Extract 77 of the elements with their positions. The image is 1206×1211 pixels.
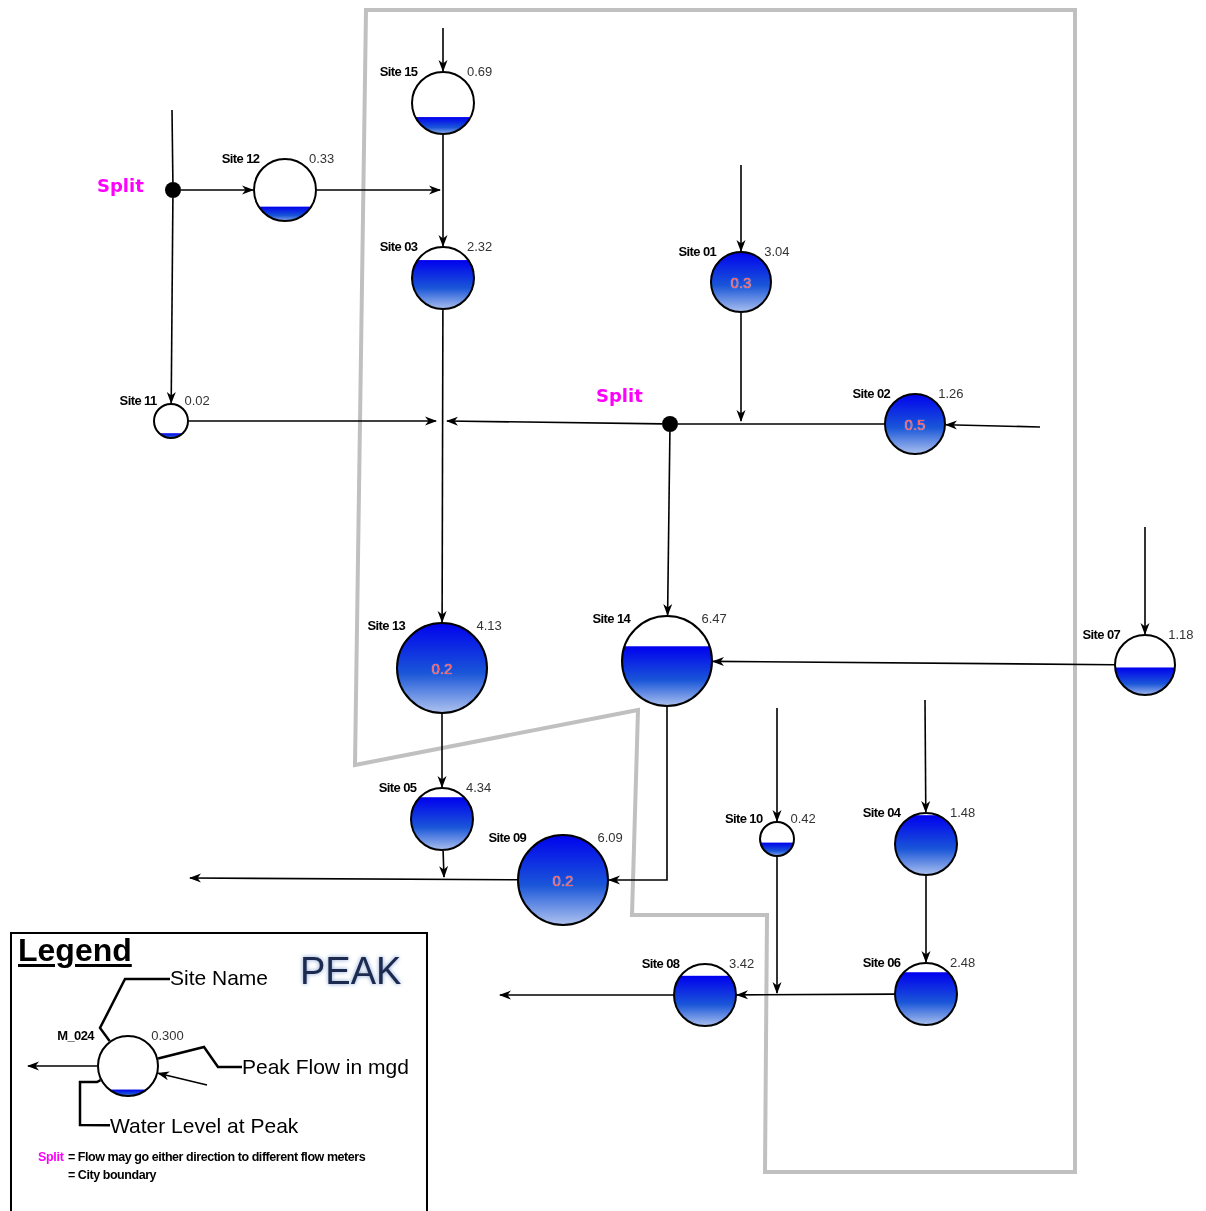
level-value: 0.2	[552, 872, 574, 888]
site-name: Site 03	[379, 240, 418, 254]
peak-flow: 6.47	[701, 612, 727, 626]
site-name: Site 12	[221, 152, 260, 166]
site-name: Site 15	[379, 65, 418, 79]
peak-flow: 1.48	[950, 806, 976, 820]
peak-flow: 4.34	[466, 781, 492, 795]
legend-note: = Flow may go either direction to different flow meters	[68, 1151, 366, 1164]
site-name: Site 01	[678, 244, 717, 258]
flow-arrow	[446, 416, 663, 426]
site-name: Site 08	[641, 957, 680, 971]
peak-flow: 0.02	[184, 393, 210, 407]
flow-arrow	[663, 431, 673, 616]
leader-line	[98, 977, 170, 1042]
flow-arrow	[438, 134, 448, 247]
flow-arrow	[736, 990, 895, 1000]
flow-arrow	[157, 1071, 208, 1086]
flow-arrow	[1140, 526, 1150, 635]
flow-arrow	[166, 197, 176, 404]
leader-line	[78, 1079, 110, 1127]
peak-flow: 4.13	[476, 619, 502, 633]
peak-flow: 2.32	[467, 240, 493, 254]
peak-flow: 0.300	[151, 1028, 184, 1042]
flow-arrow	[439, 850, 449, 878]
title: PEAK	[300, 952, 402, 990]
site-name: Site 09	[488, 831, 527, 845]
peak-flow: 6.09	[597, 831, 623, 845]
site-name: Site 06	[862, 956, 901, 970]
flow-arrow	[945, 420, 1041, 430]
site-name: Site 02	[852, 386, 891, 400]
flow-arrow	[921, 875, 931, 963]
site-name: M_024	[57, 1028, 94, 1042]
legend-heading: Legend	[18, 934, 132, 966]
flow-arrow	[712, 657, 1115, 666]
level-value: 0.2	[431, 660, 453, 676]
site-name: Site 10	[724, 811, 763, 825]
flow-arrow	[27, 1061, 98, 1071]
peak-flow: 1.18	[1168, 627, 1194, 641]
split-label: Split	[97, 174, 144, 198]
flow-line	[677, 423, 885, 425]
legend-note: Split	[38, 1151, 64, 1164]
legend-note: = City boundary	[68, 1169, 157, 1182]
flow-arrow	[188, 416, 437, 426]
leader-line	[157, 1045, 242, 1069]
peak-flow: 0.69	[467, 65, 493, 79]
site-name: Site 04	[862, 806, 901, 820]
flow-arrow	[772, 707, 782, 822]
peak-flow: 0.42	[790, 811, 816, 825]
flow-arrow	[437, 713, 447, 788]
flow-arrow	[921, 699, 931, 813]
flow-arrow	[189, 873, 518, 883]
site-name: Site 07	[1082, 627, 1121, 641]
peak-flow: 3.04	[764, 244, 790, 258]
peak-flow: 1.26	[938, 386, 964, 400]
flow-arrow	[438, 27, 448, 72]
site-name: Site 14	[592, 612, 631, 626]
callout-label: Peak Flow in mgd	[242, 1054, 425, 1080]
site-name: Site 11	[119, 393, 157, 407]
flow-arrow	[736, 164, 746, 252]
flow-arrow	[437, 309, 447, 623]
level-value: 0.3	[730, 274, 752, 290]
site-name: Site 05	[378, 781, 417, 795]
level-value: 0.5	[904, 416, 926, 432]
peak-flow: 3.42	[729, 957, 755, 971]
split-label: Split	[596, 384, 643, 408]
flow-arrow	[608, 706, 668, 885]
callout-label: Water Level at Peak	[110, 1113, 320, 1139]
flow-arrow	[316, 185, 441, 195]
callout-label: Site Name	[170, 965, 282, 993]
flow-arrow	[772, 856, 782, 994]
peak-flow: 0.33	[309, 152, 335, 166]
flow-arrow	[736, 312, 746, 422]
flow-line	[171, 109, 174, 183]
flow-arrow	[499, 990, 674, 1000]
peak-flow: 2.48	[950, 956, 976, 970]
flow-arrow	[180, 185, 254, 195]
site-name: Site 13	[367, 619, 406, 633]
